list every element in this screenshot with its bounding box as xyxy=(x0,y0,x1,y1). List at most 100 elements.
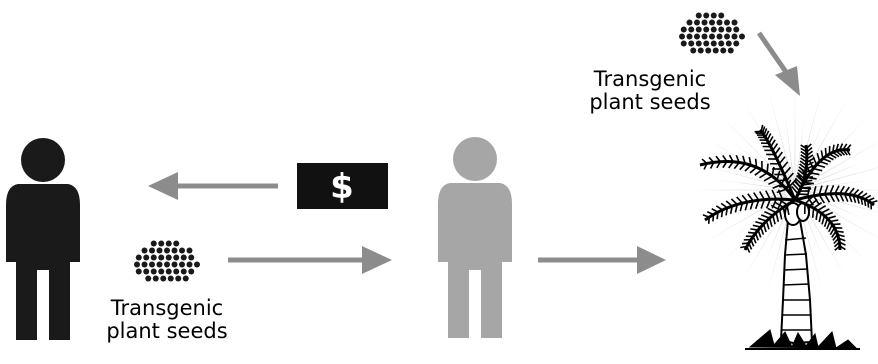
frond-leaflet xyxy=(728,154,734,163)
seed-dot xyxy=(694,19,700,26)
seed-dot xyxy=(167,275,174,282)
frond-leaflet xyxy=(805,143,812,150)
frond-leaflet xyxy=(716,212,719,220)
frond-leaflet xyxy=(754,169,763,176)
frond-leaflet xyxy=(754,232,760,241)
palm-tree-icon xyxy=(699,124,878,350)
burst-ray xyxy=(800,197,843,252)
seed-dot xyxy=(165,254,172,261)
seed-dot xyxy=(150,240,157,247)
frond-leaflet xyxy=(845,149,851,156)
burst-ray xyxy=(804,193,868,220)
dollar-symbol: $ xyxy=(330,167,354,207)
frond-leaflet xyxy=(742,155,746,164)
frond-leaflet xyxy=(755,221,764,225)
frond-leaflet xyxy=(848,187,855,195)
burst-ray xyxy=(717,190,786,201)
seed-dot xyxy=(149,261,155,268)
frond-leaflet xyxy=(768,136,774,144)
frond-leaflet xyxy=(716,161,722,169)
frond-leaflet xyxy=(860,197,864,205)
seed-dot xyxy=(688,40,695,47)
burst-ray xyxy=(767,88,793,181)
seed-cluster-icon-top xyxy=(679,12,745,54)
frond-leaflet xyxy=(750,228,759,231)
frond-leaflet xyxy=(852,188,860,196)
seed-dot xyxy=(186,247,193,254)
frond-leaflet xyxy=(803,175,813,180)
seed-dot xyxy=(688,26,695,33)
arrow-plant-right xyxy=(538,246,666,274)
person-middle-icon xyxy=(438,137,512,338)
seed-dot xyxy=(701,19,708,26)
burst-ray xyxy=(803,142,878,186)
frond-leaflet xyxy=(823,185,829,195)
frond-leaflet xyxy=(838,149,846,156)
frond-leaflet xyxy=(760,199,766,209)
seed-dot xyxy=(194,261,200,268)
frond-leaflet xyxy=(739,163,746,171)
seed-dot xyxy=(679,33,685,40)
frond-leaflet xyxy=(824,211,834,217)
frond-leaflet xyxy=(798,193,809,196)
seed-dot xyxy=(694,33,700,40)
frond-leaflet xyxy=(772,143,779,151)
frond-leaflet xyxy=(720,202,728,209)
frond-leaflet xyxy=(829,227,836,235)
seed-dot xyxy=(180,268,187,275)
frond-leaflet xyxy=(820,208,830,214)
frond-leaflet xyxy=(808,199,818,207)
frond-leaflet xyxy=(764,210,774,217)
frond-leaflet xyxy=(842,149,848,156)
frond-leaflet xyxy=(806,154,814,160)
frond-leaflet xyxy=(725,207,729,216)
arrow-seeds-right xyxy=(228,246,392,274)
seed-dot xyxy=(680,40,687,47)
frond-leaflet xyxy=(835,143,840,152)
frond-leaflet xyxy=(758,191,766,201)
frond-leaflet xyxy=(806,150,814,157)
seed-dot xyxy=(733,26,740,33)
seed-label-top-line2: plant seeds xyxy=(589,90,711,114)
seed-dot xyxy=(156,261,163,268)
frond-leaflet xyxy=(799,157,808,163)
seed-dot xyxy=(173,254,180,261)
frond-leaflet xyxy=(797,169,806,176)
seed-dot xyxy=(731,19,738,26)
frond-leaflet xyxy=(762,223,767,233)
frond-leaflet xyxy=(813,167,823,172)
frond-leaflet xyxy=(739,202,744,212)
frond-leaflet xyxy=(856,190,864,197)
burst-ray xyxy=(801,115,870,184)
frond-leaflet xyxy=(863,198,867,207)
frond-leaflet xyxy=(757,229,762,238)
frond-leaflet xyxy=(771,189,777,200)
frond-leaflet xyxy=(831,230,837,238)
seed-dot xyxy=(150,268,157,275)
seed-dot xyxy=(143,254,150,261)
frond-leaflet xyxy=(735,154,740,163)
frond-leaflet xyxy=(776,188,787,194)
seed-dot xyxy=(697,47,704,54)
frond-leaflet xyxy=(829,219,839,223)
seed-dot xyxy=(703,26,710,33)
frond-leaflet xyxy=(794,177,803,186)
frond-leaflet xyxy=(778,156,786,165)
frond-leaflet xyxy=(823,193,831,203)
frond-leaflet xyxy=(734,204,738,213)
frond-leaflet xyxy=(804,196,814,205)
frond-leaflet xyxy=(749,200,754,210)
seed-dot xyxy=(718,12,725,19)
burst-ray xyxy=(704,194,787,243)
seed-dot xyxy=(173,268,180,275)
seed-label-bottom-line1: Transgenic xyxy=(110,296,224,320)
frond-leaflet xyxy=(799,160,807,167)
frond-leaflet xyxy=(768,179,778,186)
frond-leaflet xyxy=(800,144,807,150)
seed-dot xyxy=(718,26,725,33)
frond-leaflet xyxy=(805,168,814,173)
frond-leaflet xyxy=(766,163,769,173)
burst-ray xyxy=(720,115,789,184)
seed-dot xyxy=(145,275,152,282)
seed-dot xyxy=(716,33,723,40)
